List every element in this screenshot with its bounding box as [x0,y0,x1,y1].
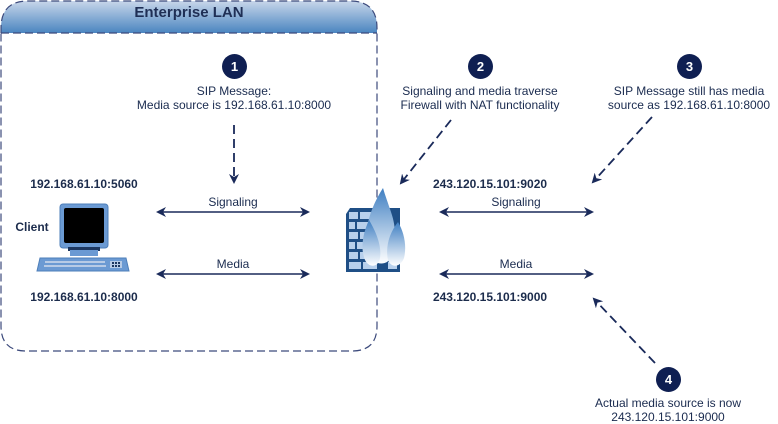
step-1-text: SIP Message: Media source is 192.168.61.… [134,84,334,112]
step-2-text: Signaling and media traverse Firewall wi… [380,84,580,112]
step-3-line1: SIP Message still has media [613,84,765,98]
step-2-badge: 2 [468,54,493,79]
lan-header [1,1,377,33]
step-2-line1: Signaling and media traverse [402,84,558,98]
firewall-icon [346,188,406,272]
step-3-line2: source as 192.168.61.10:8000 [607,98,771,112]
public-media-address: 243.120.15.101:9000 [432,290,548,304]
step3-arrow [591,116,653,184]
client-label: Client [15,220,49,234]
right-media-label: Media [499,257,533,271]
step-1-line2: Media source is 192.168.61.10:8000 [136,98,332,112]
step-2-line2: Firewall with NAT functionality [400,98,560,112]
step-3-text: SIP Message still has media source as 19… [589,84,778,112]
left-signaling-label: Signaling [208,195,258,209]
step2-arrow [399,119,452,185]
step-4-line1: Actual media source is now [594,396,742,410]
public-signaling-address: 243.120.15.101:9020 [432,177,548,191]
step-1-line1: SIP Message: [196,84,272,98]
right-signaling-label: Signaling [491,195,541,209]
step4-arrow [592,297,656,364]
step-4-badge: 4 [656,367,681,392]
step-1-badge: 1 [222,54,247,79]
left-media-label: Media [216,257,250,271]
step-3-badge: 3 [677,54,702,79]
computer-icon [36,203,130,272]
step-4-text: Actual media source is now 243.120.15.10… [568,396,768,424]
client-media-address: 192.168.61.10:8000 [30,290,138,304]
lan-title: Enterprise LAN [134,4,244,21]
step-4-line2: 243.120.15.101:9000 [611,410,725,424]
client-signaling-address: 192.168.61.10:5060 [30,177,138,191]
